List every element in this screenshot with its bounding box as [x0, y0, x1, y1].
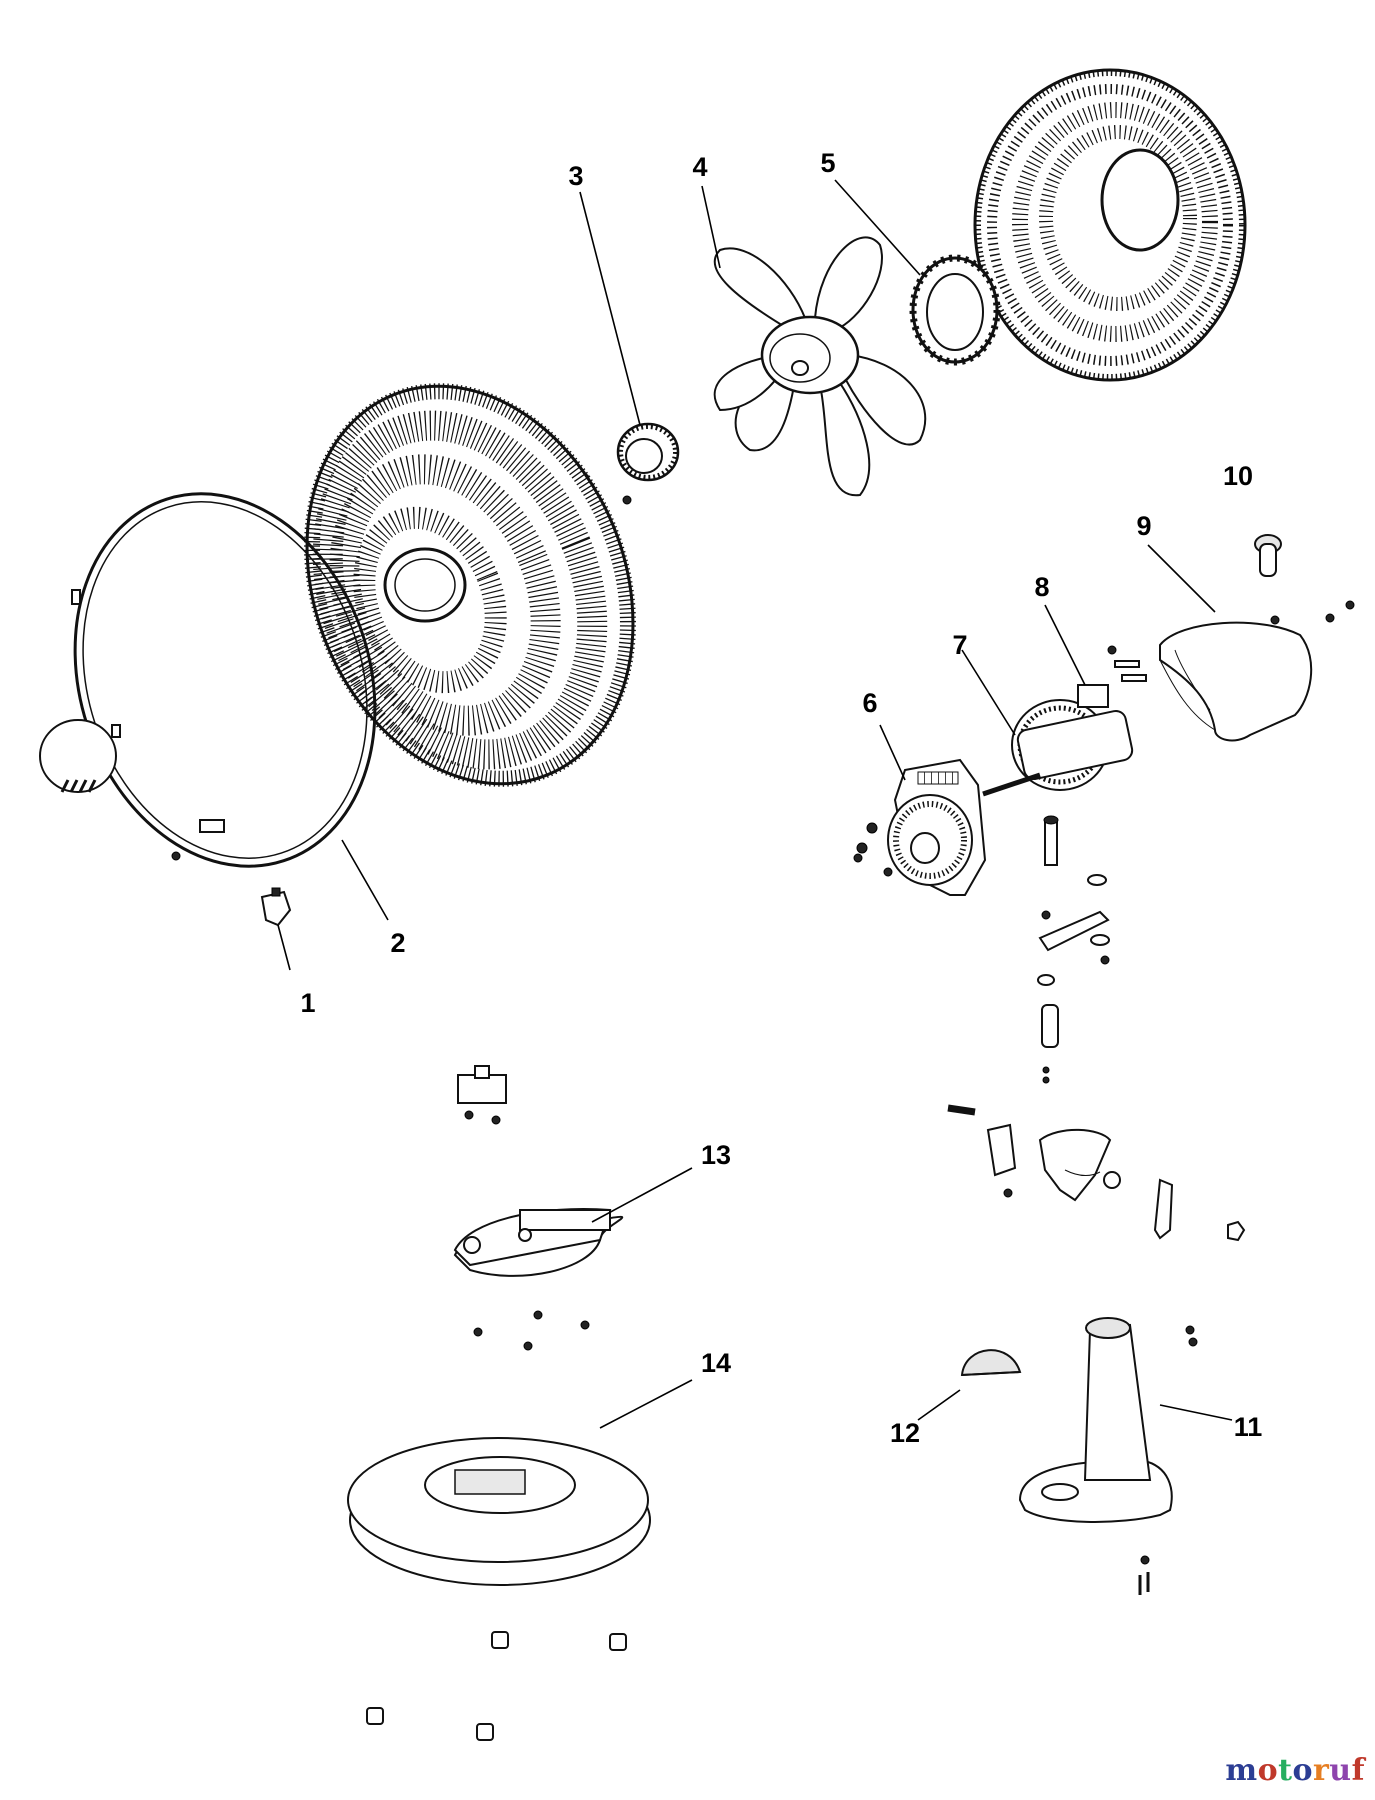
- part-1-ring-clip: [260, 887, 292, 927]
- leader-8: [1044, 604, 1086, 686]
- callout-7: 7: [952, 630, 967, 660]
- callout-9: 9: [1136, 511, 1151, 541]
- callout-13: 13: [701, 1140, 731, 1170]
- part-11-stand: [1018, 1317, 1198, 1595]
- leader-2: [341, 839, 389, 921]
- part-8-capacitor: [1077, 645, 1147, 708]
- watermark-logo: motoruf: [1225, 1753, 1365, 1788]
- part-6-front-housing: [853, 758, 987, 896]
- leader-lines: [277, 179, 1233, 1429]
- leader-3: [579, 191, 641, 426]
- rubber-feet: [366, 1631, 627, 1741]
- callout-5: 5: [820, 148, 835, 178]
- part-14-base: [347, 1437, 651, 1586]
- callout-10: 10: [1223, 461, 1253, 491]
- callout-14: 14: [701, 1348, 731, 1378]
- callout-3: 3: [568, 161, 583, 191]
- leader-11: [1159, 1404, 1233, 1421]
- oscillation-linkage: [947, 874, 1110, 1116]
- part-9-rear-cover: [1159, 600, 1355, 742]
- base-screws: [473, 1310, 590, 1351]
- front-grille: [973, 68, 1247, 382]
- fan-badge: [39, 719, 117, 793]
- callout-12: 12: [890, 1418, 920, 1448]
- watermark-letter: u: [1329, 1753, 1352, 1788]
- speed-switch: [457, 1065, 507, 1125]
- callout-labels: 1 2 3 4 5 6 7 8 9 10 11 12 13 14: [300, 148, 1262, 1448]
- part-7-motor: [982, 699, 1134, 866]
- leader-1: [277, 924, 291, 971]
- leader-14: [599, 1379, 693, 1429]
- callout-4: 4: [692, 152, 707, 182]
- watermark-letter: t: [1278, 1753, 1293, 1788]
- leader-6: [879, 724, 906, 781]
- neck-joint: [986, 1123, 1246, 1242]
- leader-4: [701, 185, 721, 269]
- leader-13: [591, 1167, 693, 1223]
- part-10-tilt-knob: [1254, 534, 1282, 577]
- watermark-letter: o: [1257, 1753, 1279, 1788]
- rear-grille: [304, 383, 636, 787]
- leader-12: [917, 1389, 961, 1421]
- callout-8: 8: [1034, 572, 1049, 602]
- part-13-base-plate: [453, 1208, 624, 1277]
- callout-2: 2: [390, 928, 405, 958]
- leader-5: [834, 179, 921, 276]
- callout-11: 11: [1234, 1412, 1263, 1442]
- part-12-cap: [960, 1349, 1022, 1377]
- watermark-letter: m: [1225, 1753, 1258, 1788]
- callout-6: 6: [862, 688, 877, 718]
- leader-9: [1147, 544, 1216, 613]
- part-5-spinner-nut: [909, 254, 1001, 366]
- leader-7: [961, 649, 1016, 736]
- callout-1: 1: [300, 988, 315, 1018]
- watermark-letter: f: [1351, 1753, 1365, 1788]
- watermark-letter: o: [1292, 1753, 1313, 1788]
- watermark-letter: r: [1312, 1753, 1330, 1788]
- part-4-fan-blade: [713, 236, 927, 497]
